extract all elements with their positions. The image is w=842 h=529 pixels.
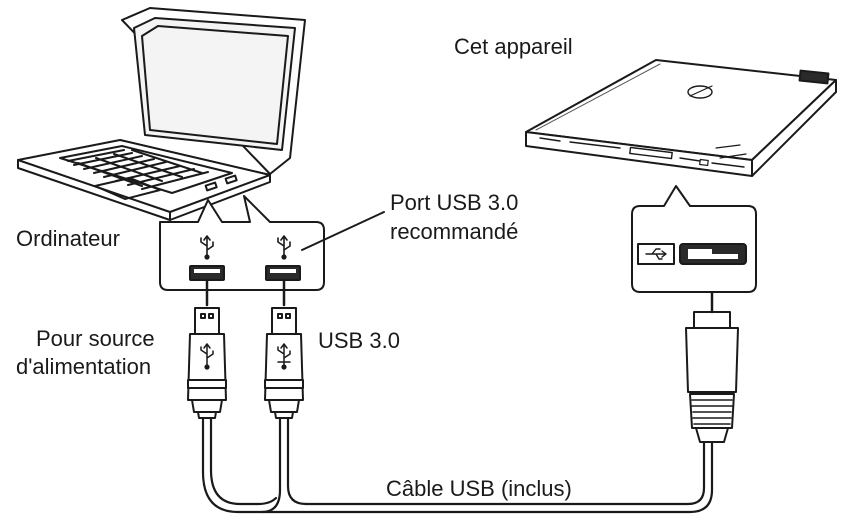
port-label-line1: Port USB 3.0 — [390, 190, 519, 215]
usb-symbol-icon — [200, 235, 214, 260]
usb-a-plug-icon — [187, 307, 227, 419]
power-label-line2: d'alimentation — [16, 354, 152, 379]
device-label: Cet appareil — [454, 34, 573, 59]
power-label-line1: Pour source — [36, 326, 155, 351]
usb-a-plug-icon — [264, 307, 304, 419]
laptop-icon — [17, 7, 306, 221]
usb-micro-b-port-icon — [637, 243, 747, 265]
callout-bubble-icon — [631, 185, 757, 293]
port-label-line2: recommandé — [390, 219, 519, 244]
usb-cable — [201, 416, 714, 514]
micro-b-plug-icon — [685, 311, 739, 443]
leader-line — [301, 211, 385, 251]
usb3-label: USB 3.0 — [318, 328, 400, 353]
disc-drive-icon — [525, 59, 837, 177]
cable-label: Câble USB (inclus) — [386, 476, 572, 501]
usb-port-icon — [265, 265, 301, 281]
connection-lines — [205, 278, 286, 307]
computer-label: Ordinateur — [16, 226, 120, 251]
usb-symbol-icon — [277, 235, 291, 260]
usb-port-icon — [189, 265, 225, 281]
